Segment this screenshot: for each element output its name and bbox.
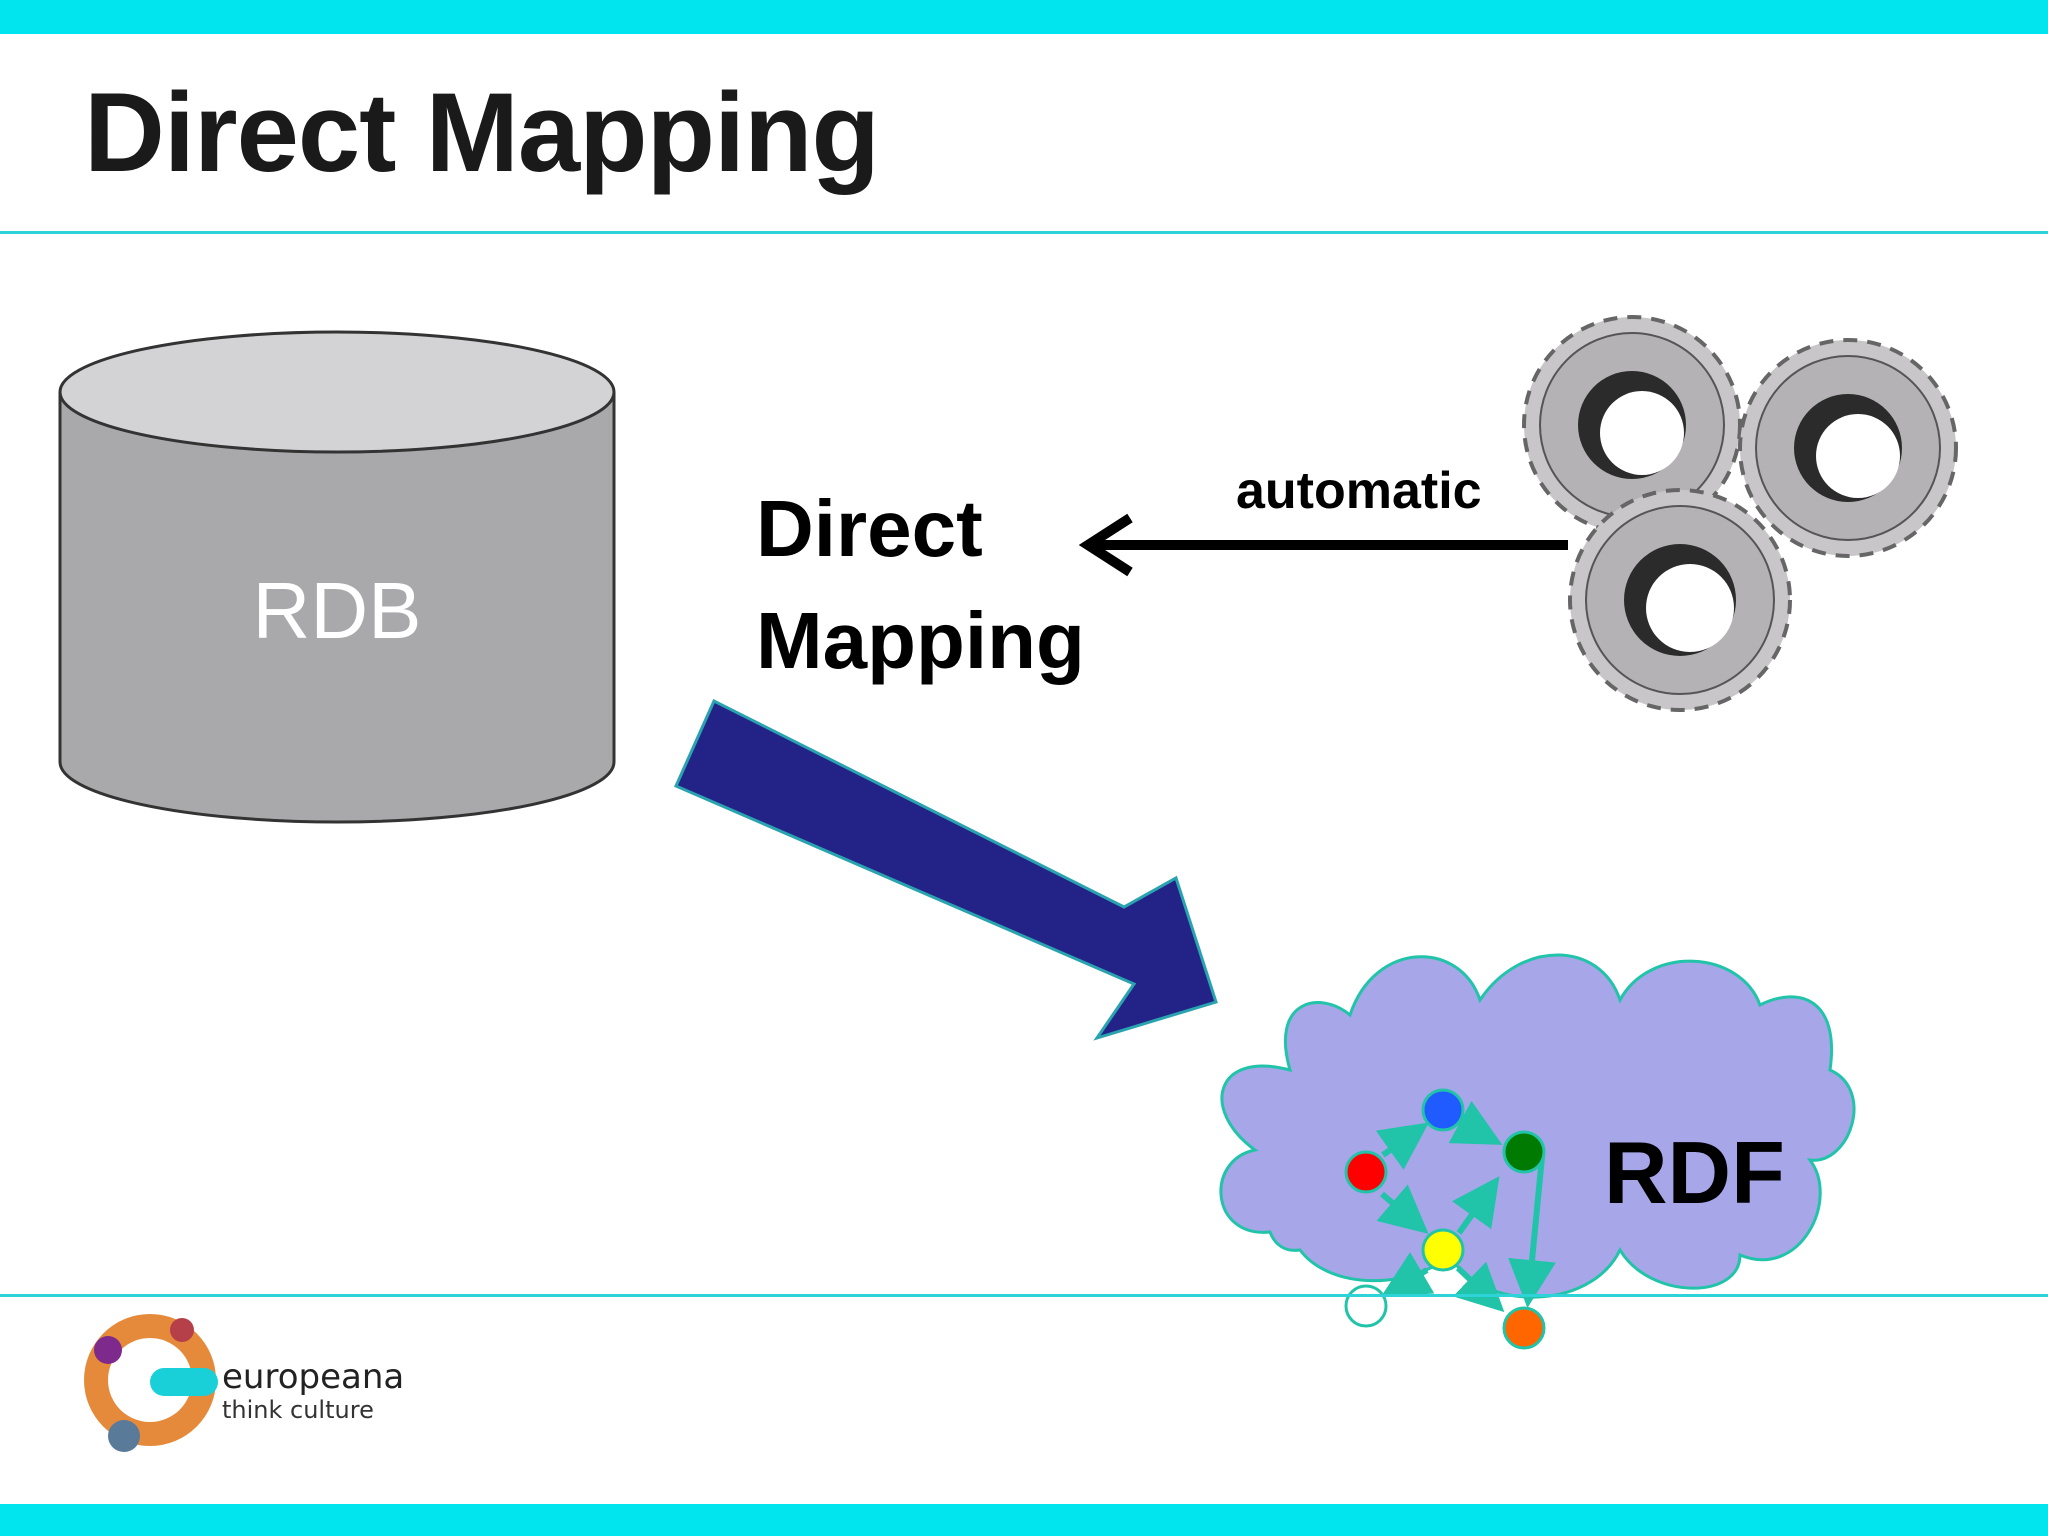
- rdf-graph-nodes: [1344, 1088, 1546, 1350]
- graph-node-white: [1344, 1284, 1388, 1328]
- slide-title: Direct Mapping: [84, 70, 880, 195]
- graph-node-orange: [1502, 1306, 1546, 1350]
- database-cylinder: RDB: [58, 330, 616, 824]
- automatic-arrow: [1078, 513, 1568, 577]
- big-transform-arrow: [674, 698, 1218, 1041]
- logo-name: europeana: [222, 1357, 404, 1397]
- output-label: RDF: [1604, 1123, 1785, 1222]
- logo-tagline: think culture: [222, 1396, 374, 1424]
- graph-node-red: [1344, 1150, 1388, 1194]
- title-divider: [0, 231, 2048, 234]
- process-label-line1: Direct: [756, 484, 983, 573]
- europeana-logo: europeana think culture: [84, 1314, 404, 1452]
- process-label-line2: Mapping: [756, 596, 1085, 685]
- automatic-label: automatic: [1236, 462, 1482, 520]
- top-accent-bar: [0, 0, 2048, 34]
- graph-node-green: [1502, 1130, 1546, 1174]
- gears-icon: [1522, 315, 1958, 712]
- graph-node-yellow: [1421, 1228, 1465, 1272]
- database-label: RDB: [253, 566, 422, 655]
- rdf-graph-edges: [1375, 1100, 1556, 1313]
- bottom-accent-bar: [0, 1504, 2048, 1536]
- graph-node-blue: [1421, 1088, 1465, 1132]
- footer-divider: [0, 1294, 2048, 1297]
- rdf-cloud: RDF: [1219, 953, 1856, 1299]
